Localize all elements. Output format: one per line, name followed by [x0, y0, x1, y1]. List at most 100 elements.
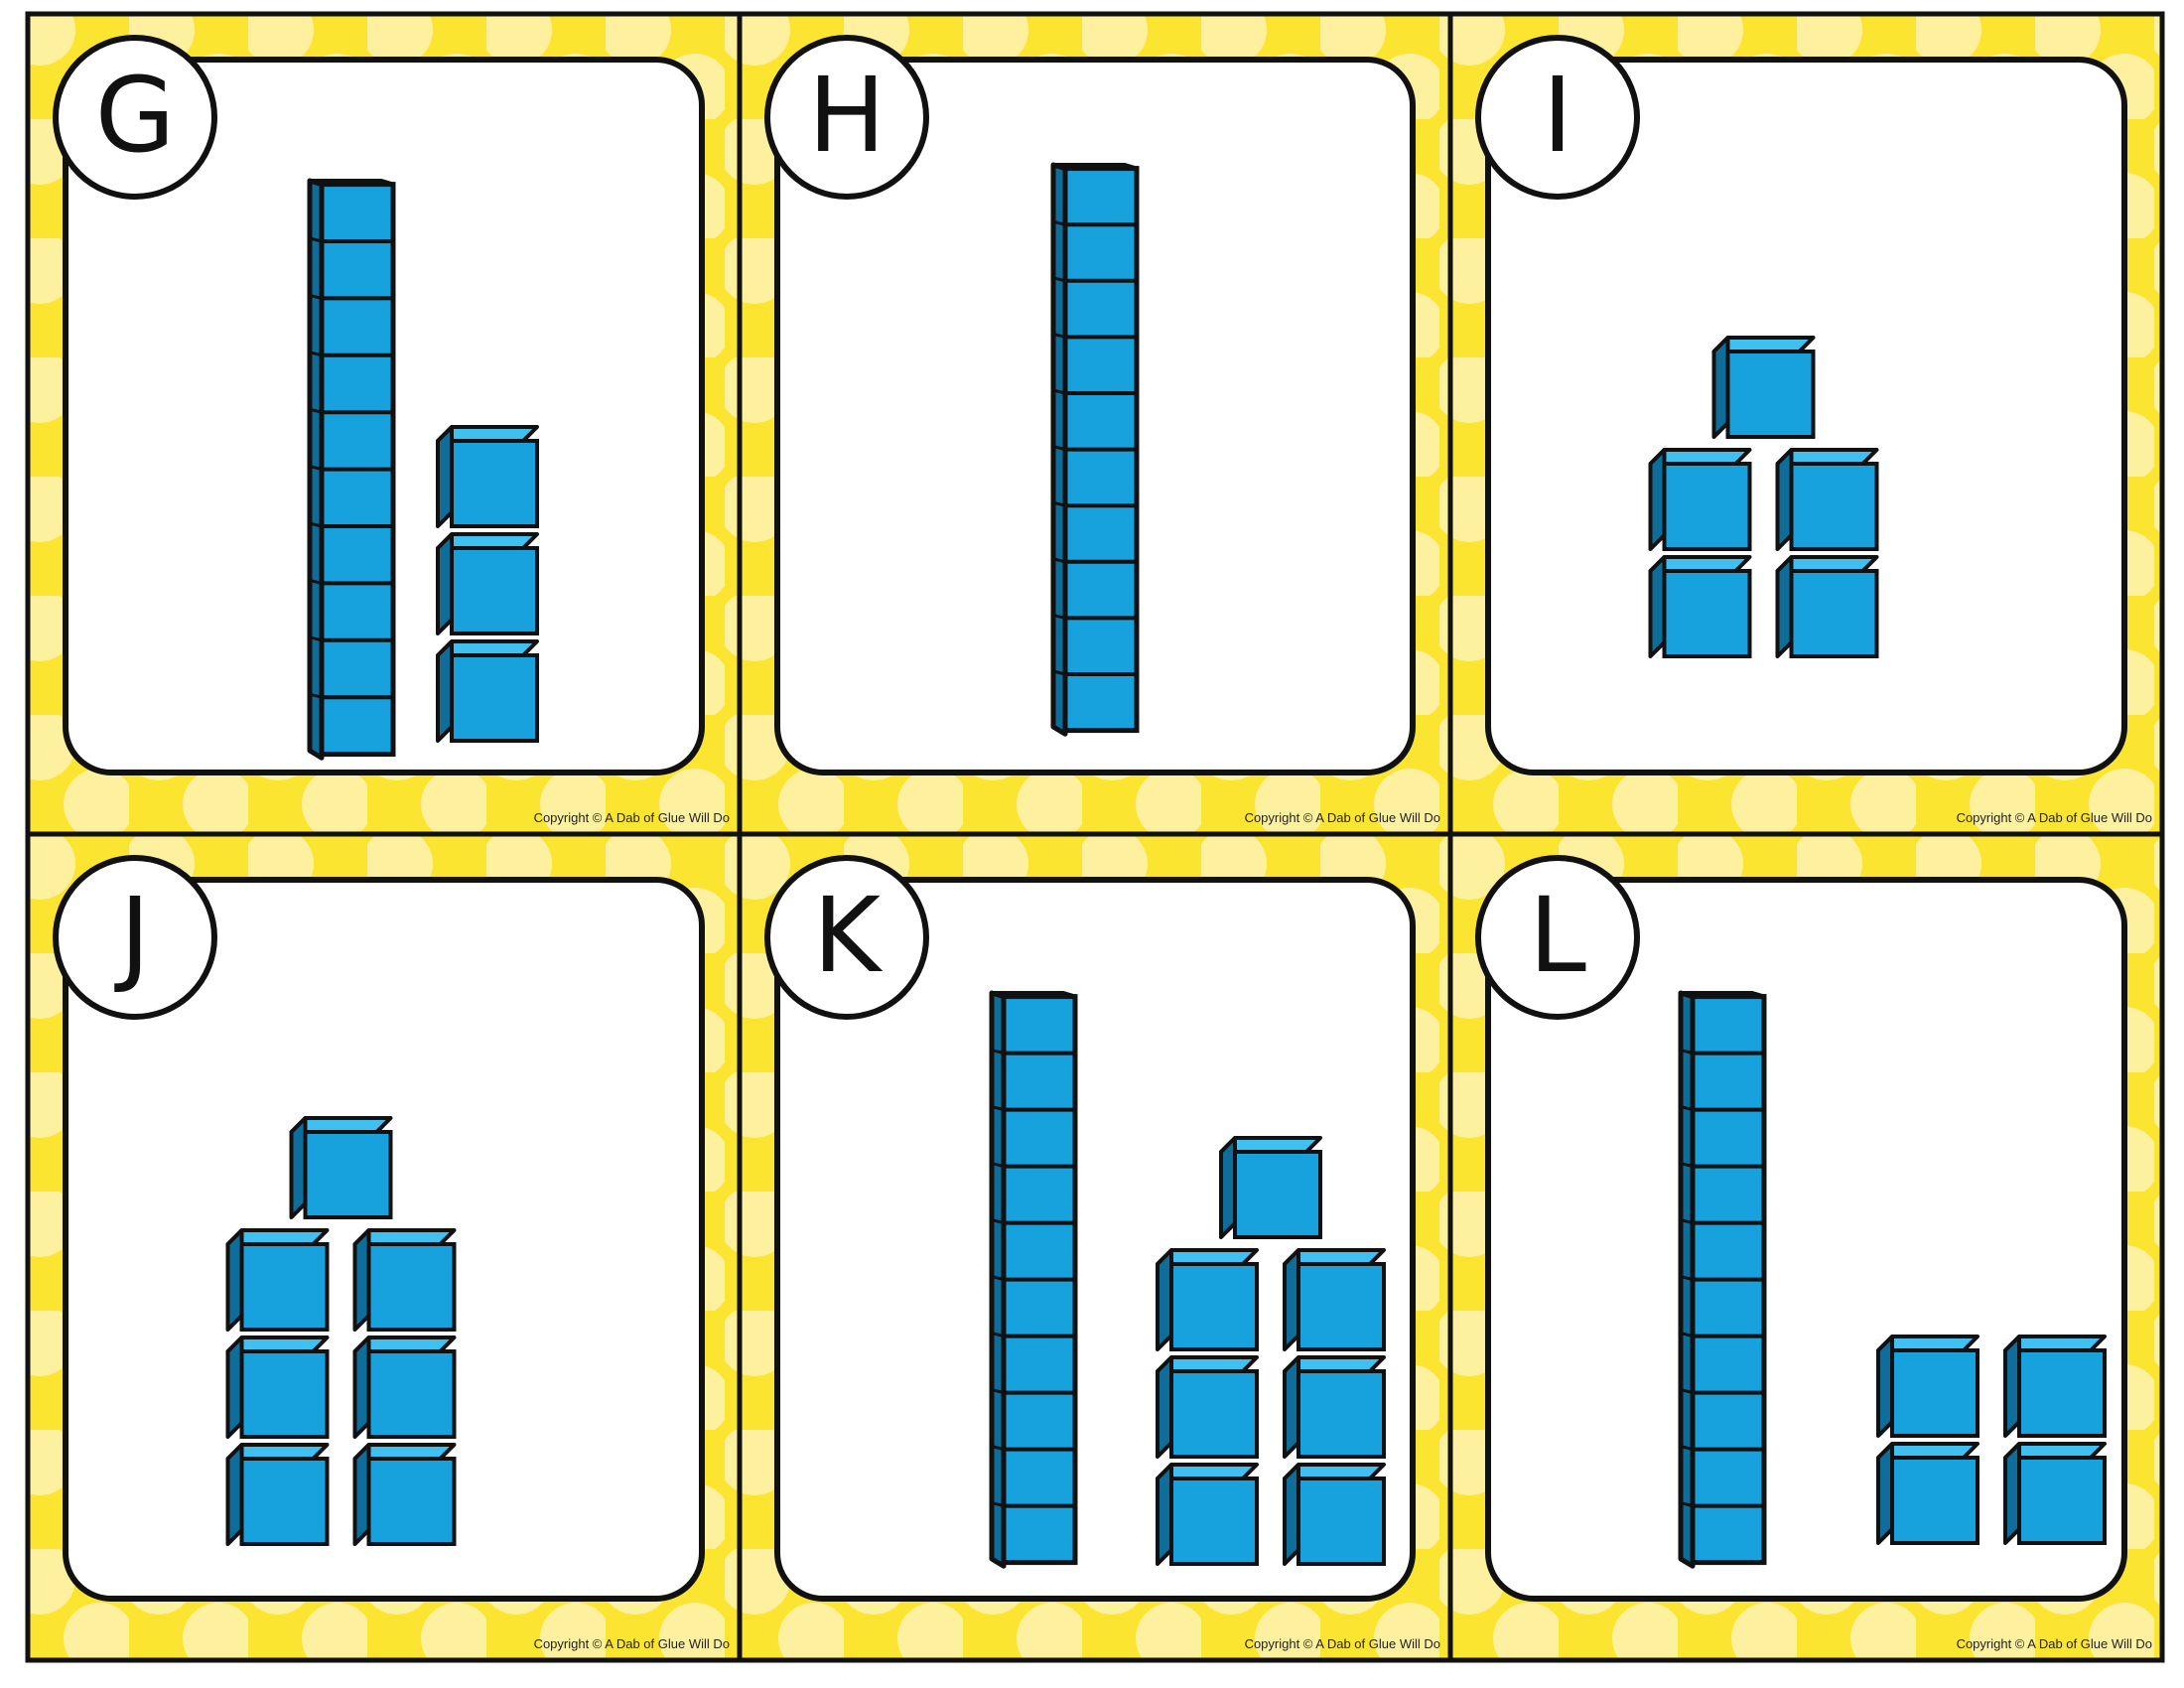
cube-front-face: [2017, 1456, 2107, 1545]
cube-front-face: [1662, 569, 1752, 658]
cube-front-face: [1169, 1477, 1259, 1566]
cube-side-face: [1219, 1136, 1237, 1239]
rod-side-segment-line: [991, 1105, 1005, 1112]
rod-side-segment-line: [1680, 1501, 1694, 1508]
rod-side-segment-line: [991, 1162, 1005, 1169]
tens-rod: [989, 990, 1078, 1569]
unit-cube: [352, 1336, 457, 1439]
cube-front-face: [450, 546, 539, 635]
cube-side-face: [2003, 1442, 2021, 1545]
unit-cube: [1711, 336, 1816, 439]
unit-cube: [289, 1116, 393, 1219]
cube-side-face: [1156, 1355, 1173, 1459]
unit-cube: [1283, 1463, 1386, 1566]
cube-side-face: [225, 1336, 244, 1439]
cube-front-face: [1890, 1456, 1979, 1545]
unit-cube: [225, 1336, 330, 1439]
cube-side-face: [1283, 1355, 1300, 1459]
unit-cube: [352, 1228, 457, 1332]
base-ten-blocks: [1678, 990, 2107, 1569]
copyright-notice: Copyright © A Dab of Glue Will Do: [534, 1636, 730, 1651]
copyright-notice: Copyright © A Dab of Glue Will Do: [534, 810, 730, 825]
tens-rod: [1050, 162, 1140, 737]
unit-cube: [436, 532, 539, 635]
cube-side-face: [2003, 1335, 2021, 1438]
rod-side-segment-line: [1680, 1445, 1694, 1452]
cube-side-face: [225, 1443, 244, 1546]
rod-side-segment-line: [991, 1332, 1005, 1338]
task-card-l: L Copyright © A Dab of Glue Will Do: [1450, 834, 2162, 1660]
rod-side-segment-line: [309, 465, 323, 472]
rod-side-segment-line: [309, 236, 323, 243]
sheet-outer-border: [25, 11, 2165, 1663]
rod-side-segment-line: [1052, 557, 1066, 564]
unit-cube: [1156, 1463, 1259, 1566]
cube-side-face: [436, 639, 454, 743]
card-letter: H: [808, 55, 886, 176]
rod-side-segment-line: [991, 1501, 1005, 1508]
letter-badge: [1475, 35, 1640, 200]
card-letter: K: [813, 875, 884, 996]
unit-cube: [436, 425, 539, 528]
task-card-h: H Copyright © A Dab of Glue Will Do: [740, 14, 1450, 834]
rod-side-segment-line: [309, 692, 323, 699]
cube-side-face: [436, 532, 454, 635]
letter-badge: [764, 855, 929, 1020]
rod-side-segment-line: [1052, 500, 1066, 507]
rod-side-segment-line: [1680, 1105, 1694, 1112]
base-ten-blocks: [225, 1116, 457, 1546]
task-card-i: I Copyright © A Dab of Glue Will Do: [1450, 14, 2162, 834]
tens-rod: [307, 178, 396, 761]
copyright-notice: Copyright © A Dab of Glue Will Do: [1957, 810, 2152, 825]
cube-side-face: [1648, 448, 1667, 551]
cube-side-face: [352, 1443, 371, 1546]
base-ten-blocks: [989, 990, 1386, 1569]
letter-badge: [1475, 855, 1640, 1020]
cube-front-face: [1169, 1369, 1259, 1459]
cube-side-face: [1156, 1248, 1173, 1351]
base-ten-blocks: [1648, 336, 1879, 658]
rod-side-segment-line: [1680, 1332, 1694, 1338]
unit-cube: [352, 1443, 457, 1546]
cube-front-face: [1297, 1369, 1386, 1459]
cube-side-face: [436, 425, 454, 528]
card-letter: L: [1529, 875, 1586, 996]
copyright-notice: Copyright © A Dab of Glue Will Do: [1957, 1636, 2152, 1651]
cube-side-face: [1711, 336, 1730, 439]
cube-side-face: [352, 1336, 371, 1439]
cube-front-face: [1789, 569, 1879, 658]
cube-side-face: [1156, 1463, 1173, 1566]
letter-badge: [53, 855, 217, 1020]
unit-cube: [1876, 1335, 1979, 1438]
cube-side-face: [1775, 555, 1794, 658]
card-letter: J: [114, 875, 151, 996]
rod-side-segment-line: [1052, 613, 1066, 620]
unit-cube: [1283, 1248, 1386, 1351]
unit-cube: [2003, 1442, 2107, 1545]
copyright-notice: Copyright © A Dab of Glue Will Do: [1245, 810, 1440, 825]
cube-side-face: [1876, 1335, 1894, 1438]
unit-cube: [1219, 1136, 1322, 1239]
rod-side-segment-line: [1680, 1162, 1694, 1169]
rod-side-segment-line: [991, 1388, 1005, 1395]
cube-front-face: [239, 1242, 330, 1332]
cube-front-face: [2017, 1348, 2107, 1438]
cube-front-face: [366, 1457, 457, 1546]
rod-side-segment-line: [991, 1049, 1005, 1055]
cube-front-face: [450, 439, 539, 528]
unit-cube: [436, 639, 539, 743]
cube-front-face: [366, 1349, 457, 1439]
rod-side-segment-line: [1680, 1218, 1694, 1225]
cube-front-face: [239, 1457, 330, 1546]
cube-side-face: [1648, 555, 1667, 658]
cube-front-face: [366, 1242, 457, 1332]
rod-side-segment-line: [309, 521, 323, 528]
rod-side-segment-line: [309, 407, 323, 414]
cube-front-face: [1725, 350, 1816, 439]
card-letter: I: [1543, 55, 1573, 176]
cube-side-face: [1283, 1463, 1300, 1566]
tens-rod: [1678, 990, 1767, 1569]
